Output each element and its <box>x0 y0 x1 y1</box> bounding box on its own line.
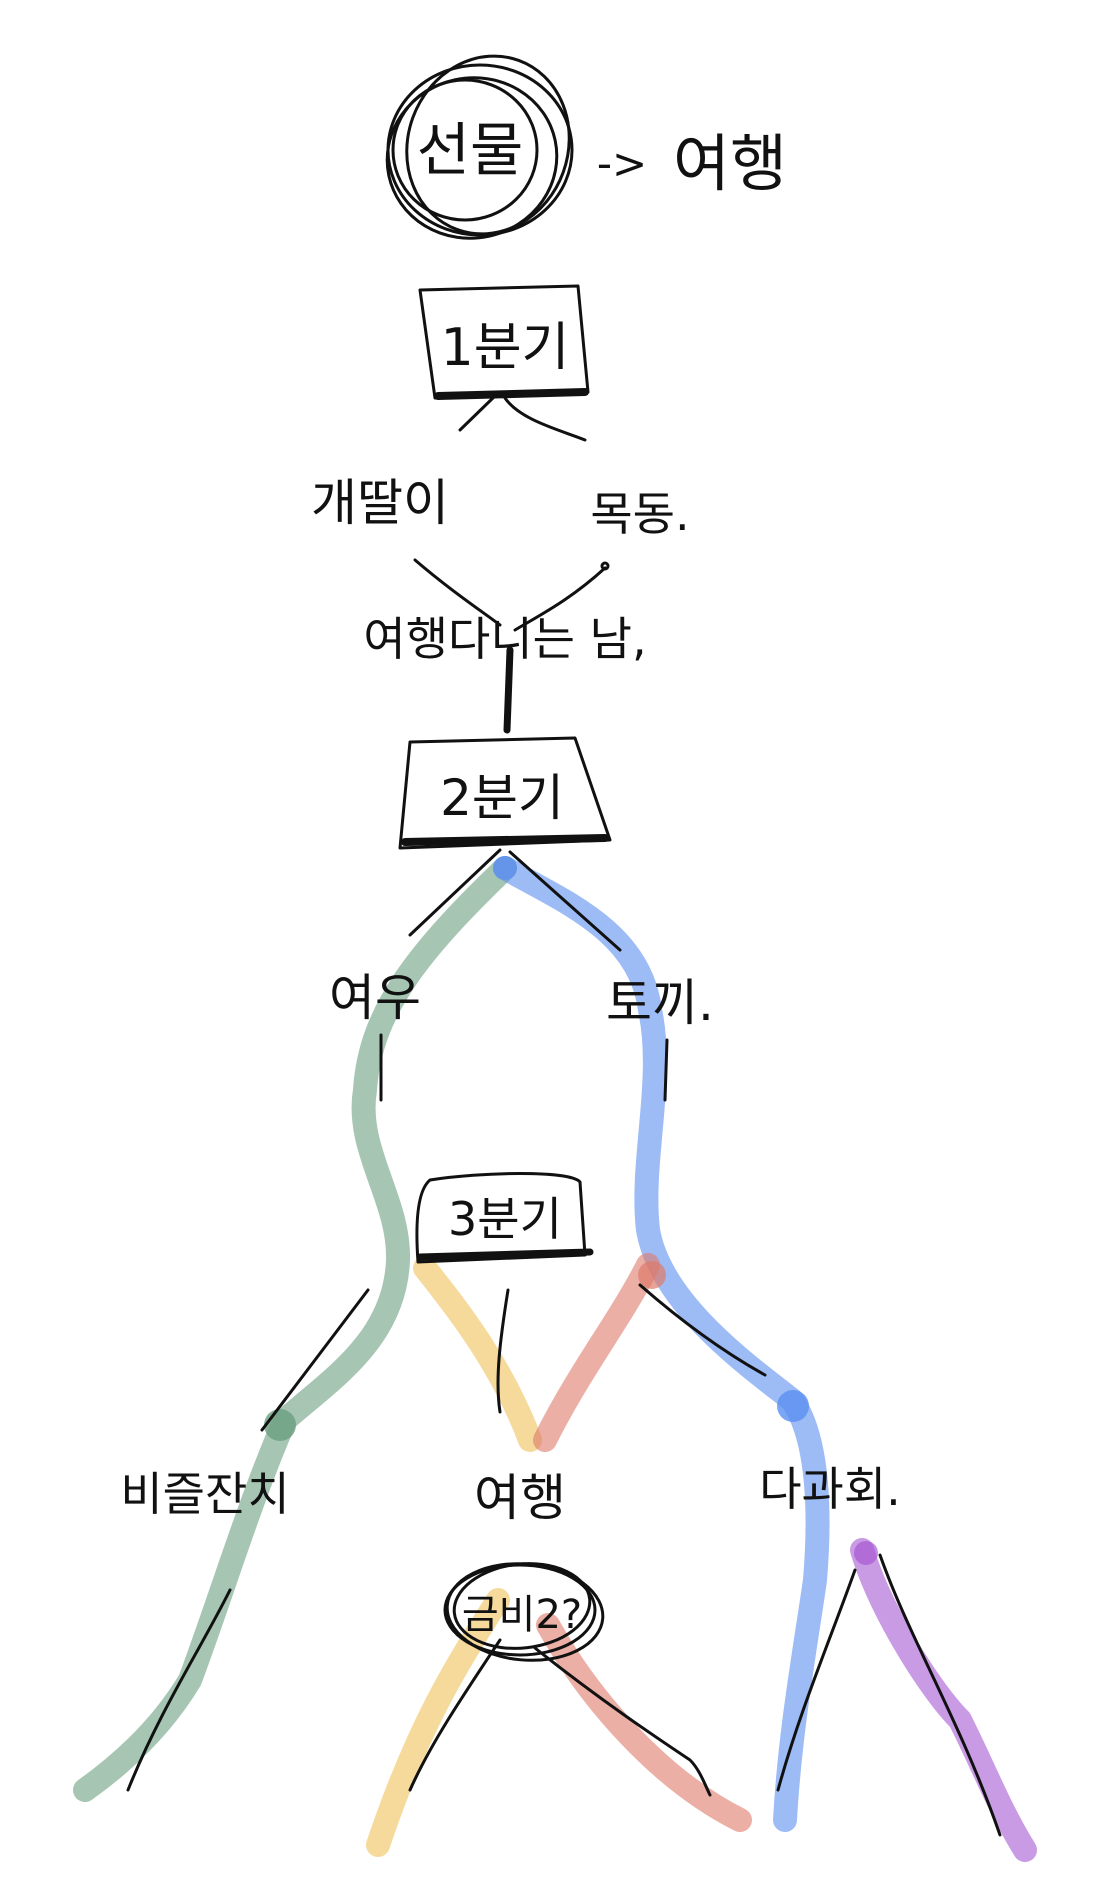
purple-path <box>850 1538 1037 1862</box>
node-dot <box>264 1409 296 1441</box>
node-dot <box>493 856 517 880</box>
node-dot <box>638 1261 666 1289</box>
branch1-merge-text: 여행다니는 남, <box>363 612 646 666</box>
branch3-box: 3분기 <box>415 1172 594 1264</box>
yellow-path <box>366 1256 542 1857</box>
root-node: 선물 <box>385 54 574 240</box>
circle-node: 금비2? <box>443 1562 605 1662</box>
blue-path <box>493 856 830 1832</box>
node-dot <box>777 1390 809 1422</box>
branch2-right-item: 토끼. <box>606 974 714 1032</box>
branch3-middle-item: 여행 <box>474 1469 566 1527</box>
root-label: 선물 <box>417 116 524 184</box>
branch2-box: 2분기 <box>398 736 612 850</box>
branch1-left-item: 개딸이 <box>311 474 449 532</box>
branch1-to-branch2-line <box>503 646 514 734</box>
branch1-label: 1분기 <box>441 318 570 378</box>
branch3-label: 3분기 <box>448 1192 562 1246</box>
branch3-left-item: 비즐잔치 <box>120 1467 289 1521</box>
branch1-box: 1분기 <box>418 284 590 400</box>
node-dot <box>854 1541 878 1565</box>
branch2-lines <box>408 848 622 952</box>
root-target: 여행 <box>673 127 787 200</box>
highlight-paths <box>73 856 1037 1862</box>
branch1-connector <box>458 394 587 442</box>
arrow-icon: -> <box>597 139 647 188</box>
branch3-right-item: 다과회. <box>759 1462 901 1516</box>
branch2-left-item: 여우 <box>329 969 421 1027</box>
branch3-lines <box>260 1283 767 1432</box>
lower-ink-lines <box>126 1553 1002 1837</box>
branch1-merge-lines <box>413 558 607 632</box>
green-path <box>73 856 517 1802</box>
branch2-ticks <box>379 1033 669 1102</box>
circle-label: 금비2? <box>462 1592 582 1638</box>
branch2-label: 2분기 <box>440 769 564 827</box>
branch1-right-item: 목동. <box>590 487 689 541</box>
